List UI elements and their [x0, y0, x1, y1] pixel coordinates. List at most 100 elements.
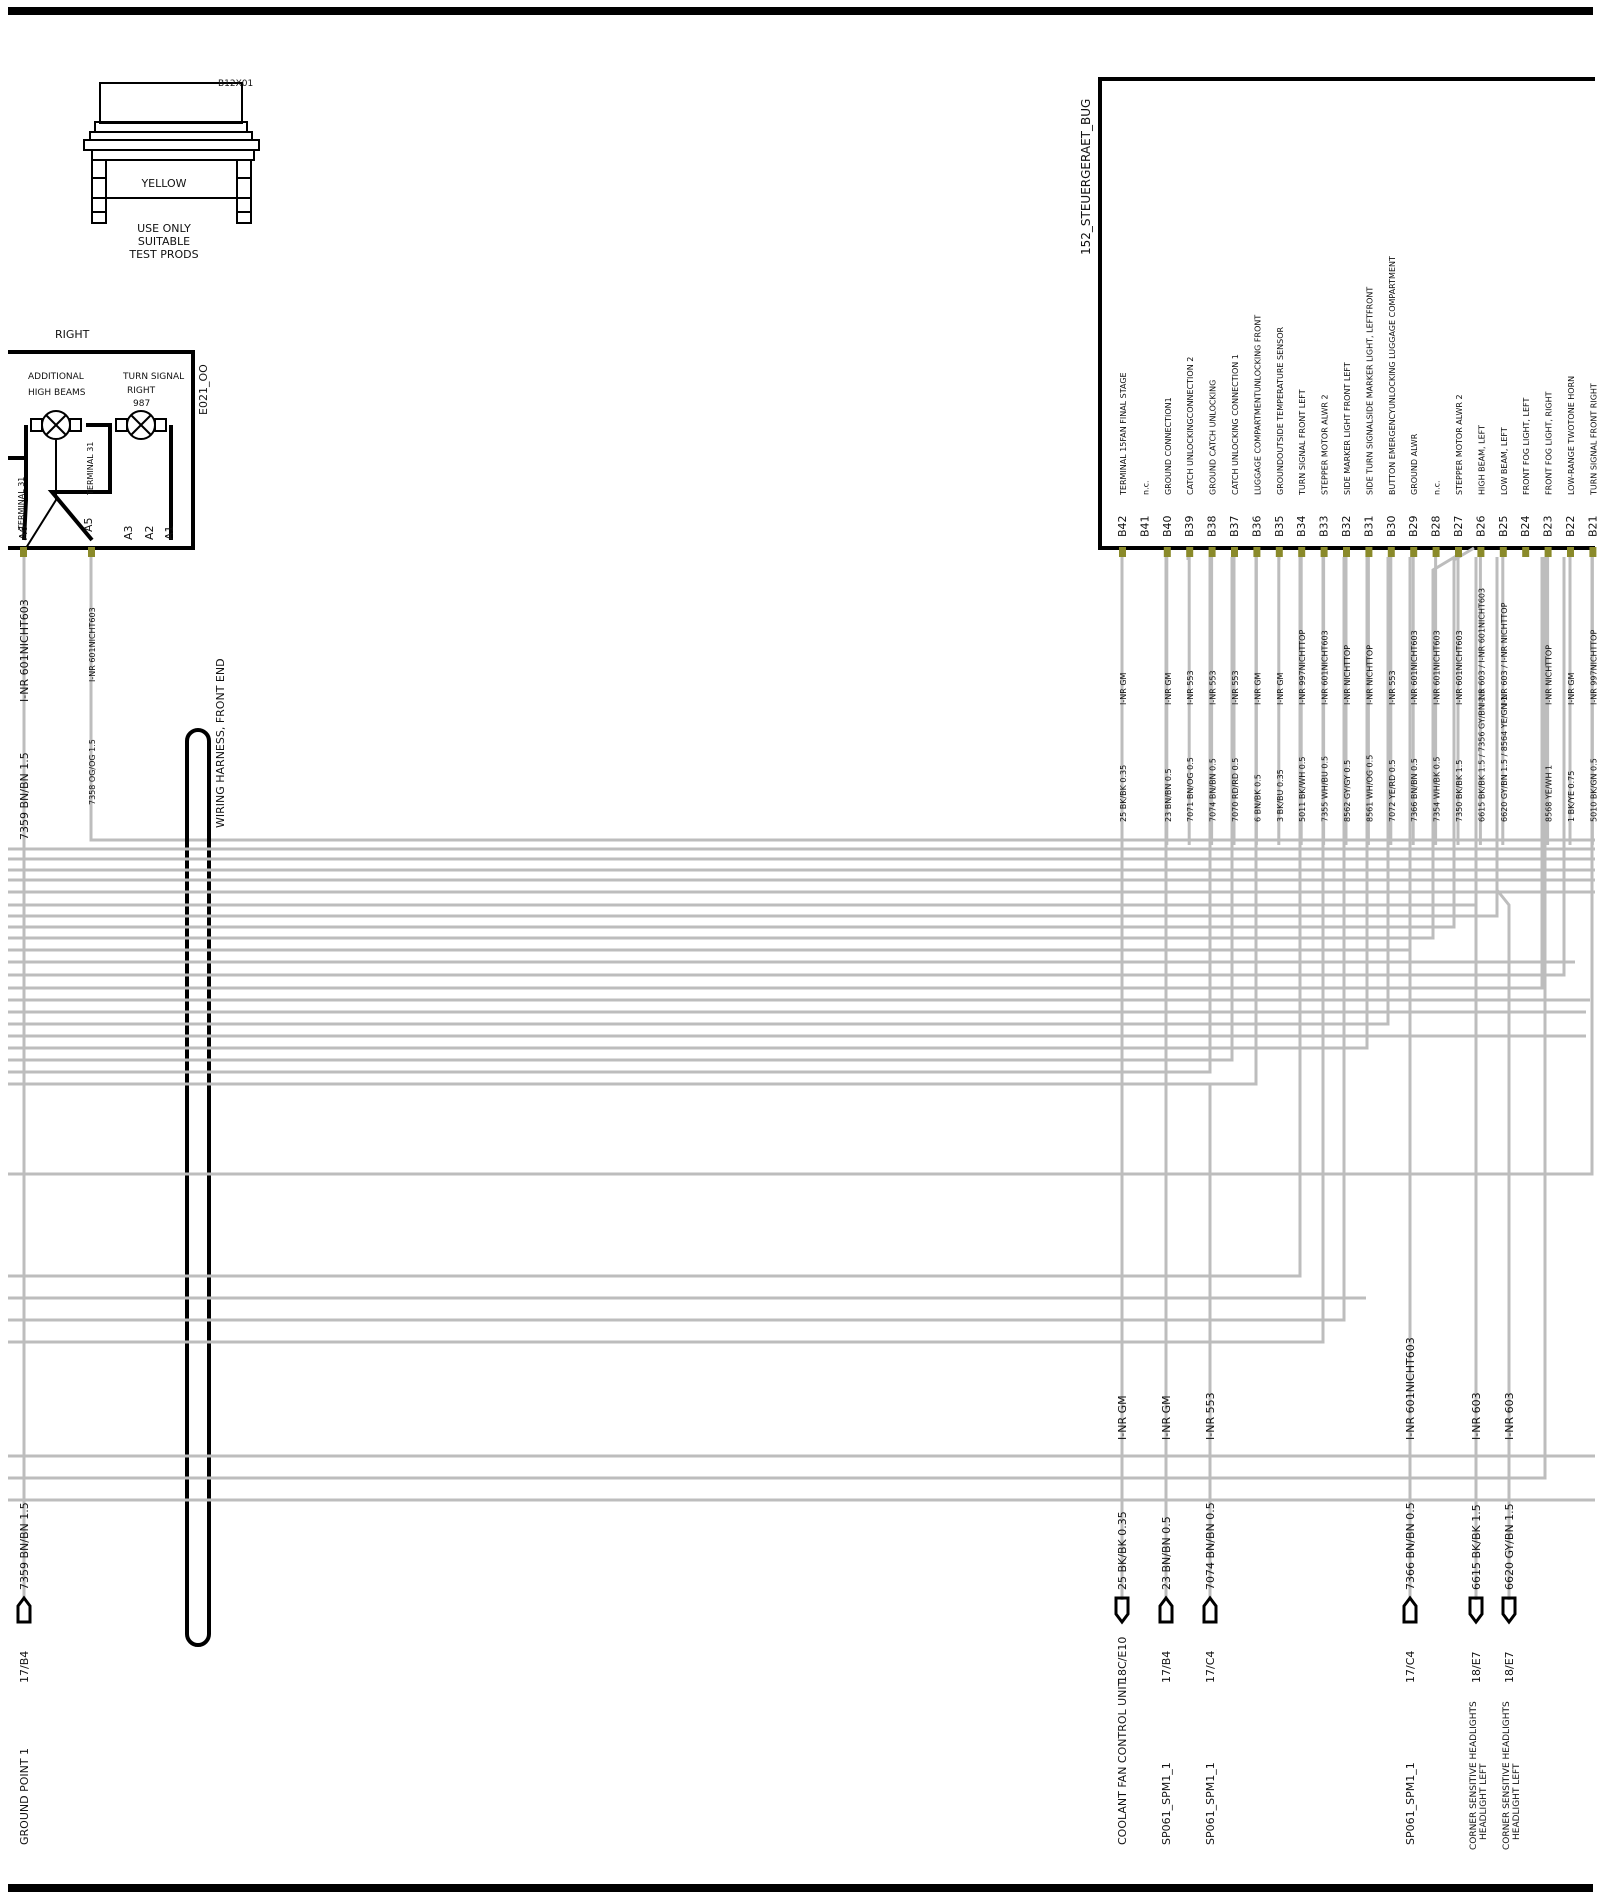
cu-wire-net: I-NR GM [1567, 672, 1576, 705]
ref-wire-code: 25 BK/BK 0.35 [1116, 1511, 1129, 1590]
cu-wire-net: I-NR NICHTTOP [1545, 645, 1554, 705]
wire-a6-net: I-NR 601NICHT603 [18, 599, 31, 702]
lamp1-label-1: ADDITIONAL [28, 372, 84, 382]
cu-pin-label: B37 [1228, 515, 1241, 537]
lamp1-label-2: HIGH BEAMS [28, 388, 86, 398]
ref-destination: SP061_SPM1_1 [1160, 1762, 1173, 1845]
cu-pin-function: STEPPER MOTOR ALWR 2 [1455, 394, 1464, 495]
pin-terminal [1544, 547, 1552, 557]
pin-label-a1: A1 [163, 525, 176, 540]
pin-terminal [1208, 547, 1216, 557]
cu-pin-function: SIDE TURN SIGNALSIDE MARKER LIGHT, LEFTF… [1365, 287, 1374, 495]
pin-terminal [1477, 547, 1485, 557]
lamp2-label-1: TURN SIGNAL [122, 372, 184, 382]
cu-wire-net: I-NR 603 / I-NR 601NICHT603 [1477, 588, 1486, 705]
cu-wire-net: I-NR 553 [1388, 670, 1397, 705]
cu-pin-function: LOW-RANGE TWOTONE HORN [1567, 376, 1576, 495]
cu-pin-function: GROUND CONNECTION1 [1164, 397, 1173, 495]
control-unit-id: 152_STEUERGERAET_BUG [1079, 99, 1093, 255]
pin-terminal [1499, 547, 1507, 557]
cu-pin-label: B38 [1206, 515, 1219, 537]
pin-label-a2: A2 [143, 525, 156, 540]
pin-terminal [1253, 547, 1261, 557]
bus-wires [8, 546, 1595, 1600]
ref-page: 18/E7 [1503, 1651, 1516, 1683]
pin-terminal [1455, 547, 1462, 557]
pin-terminal [88, 547, 95, 557]
connector-arrow-icon [1202, 1595, 1218, 1624]
connector-arrow-icon [1158, 1595, 1174, 1624]
cu-wire-net: I-NR GM [1119, 672, 1128, 705]
cu-pin-label: B35 [1273, 515, 1286, 537]
ref-page: 17/B4 [18, 1651, 31, 1683]
cu-wire-code: 6620 GY/BN 1.5 / 8564 YE/GN 1 [1500, 696, 1509, 822]
cu-wire-net: I-NR 603 / I-NR NICHTTOP [1500, 602, 1509, 705]
cu-wire-net: I-NR GM [1164, 672, 1173, 705]
connector-arrow-icon [1501, 1596, 1517, 1625]
cu-pin-function: GROUNDOUTSIDE TEMPERATURE SENSOR [1276, 327, 1285, 495]
cu-pin-label: B27 [1452, 515, 1465, 537]
connector-note-2: SUITABLE [138, 235, 190, 248]
cu-pin-label: B34 [1295, 515, 1308, 537]
bottom-border [8, 1884, 1593, 1892]
cu-pin-function: FRONT FOG LIGHT, RIGHT [1545, 391, 1554, 495]
pin-label-a6: A6 [17, 525, 30, 540]
cu-wire-code: 6615 BK/BK 1.5 / 7356 GY/BN 1.5 [1477, 689, 1486, 822]
cu-wire-code: 23 BN/BN 0.5 [1164, 768, 1173, 822]
lamp-component: RIGHT E021_OO ADDITIONAL HIGH BEAMS TURN… [8, 328, 210, 557]
cu-pin-label: B40 [1161, 515, 1174, 537]
ref-page: 17/C4 [1204, 1651, 1217, 1683]
ref-page: 17/B4 [1160, 1651, 1173, 1683]
ref-wire-code: 7074 BN/BN 0.5 [1204, 1502, 1217, 1590]
cu-wire-code: 7355 WH/BU 0.5 [1321, 756, 1330, 822]
ref-destination: COOLANT FAN CONTROL UNIT [1116, 1679, 1129, 1845]
cu-wire-net: I-NR 553 [1209, 670, 1218, 705]
cu-wire-code: 25 BK/BK 0.35 [1119, 765, 1128, 822]
cu-pin-function: BUTTON EMERGENCYUNLOCKING LUGGAGE COMPAR… [1388, 256, 1397, 495]
cu-pin-label: B24 [1519, 515, 1532, 537]
cu-wire-code: 8568 YE/WH 1 [1545, 765, 1554, 822]
cu-wire-code: 5011 BK/WH 0.5 [1298, 756, 1307, 822]
cu-wire-net: I-NR GM [1253, 672, 1262, 705]
cu-pin-label: B42 [1116, 515, 1129, 537]
connector-arrow-icon [1468, 1596, 1484, 1625]
ref-net: I-NR GM [1116, 1395, 1129, 1440]
ref-net: I-NR GM [1160, 1395, 1173, 1440]
ref-wire-code: 6615 BK/BK 1.5 [1470, 1504, 1483, 1590]
cu-pin-function: CATCH UNLOCKINGCONNECTION 2 [1186, 357, 1195, 495]
pin-terminal [1186, 547, 1194, 557]
pin-terminal [1275, 547, 1283, 557]
cu-pin-label: B36 [1250, 515, 1263, 537]
pin-terminal [1298, 547, 1306, 557]
ref-destination: CORNER SENSITIVE HEADLIGHTS [1502, 1701, 1512, 1850]
cu-wire-net: I-NR 601NICHT603 [1321, 630, 1330, 705]
cu-pin-label: B26 [1474, 515, 1487, 537]
ref-net: I-NR 553 [1204, 1392, 1217, 1440]
ref-wire-code: 7366 BN/BN 0.5 [1404, 1502, 1417, 1590]
cu-wire-code: 5010 BK/GN 0.5 [1589, 758, 1598, 822]
ref-destination: SP061_SPM1_1 [1204, 1762, 1217, 1845]
ref-page: 18/E7 [1470, 1651, 1483, 1683]
ref-net: I-NR 603 [1503, 1392, 1516, 1440]
ref-page: 17/C4 [1404, 1651, 1417, 1683]
pin-terminal [1343, 547, 1350, 557]
cu-pin-function: n.c. [1141, 480, 1150, 495]
cu-pin-label: B25 [1497, 515, 1510, 537]
pin-terminal [1589, 547, 1597, 557]
cu-pin-function: STEPPER MOTOR ALWR 2 [1321, 394, 1330, 495]
pin-terminal [1119, 547, 1126, 557]
cu-wire-net: I-NR 601NICHT603 [1433, 630, 1442, 705]
